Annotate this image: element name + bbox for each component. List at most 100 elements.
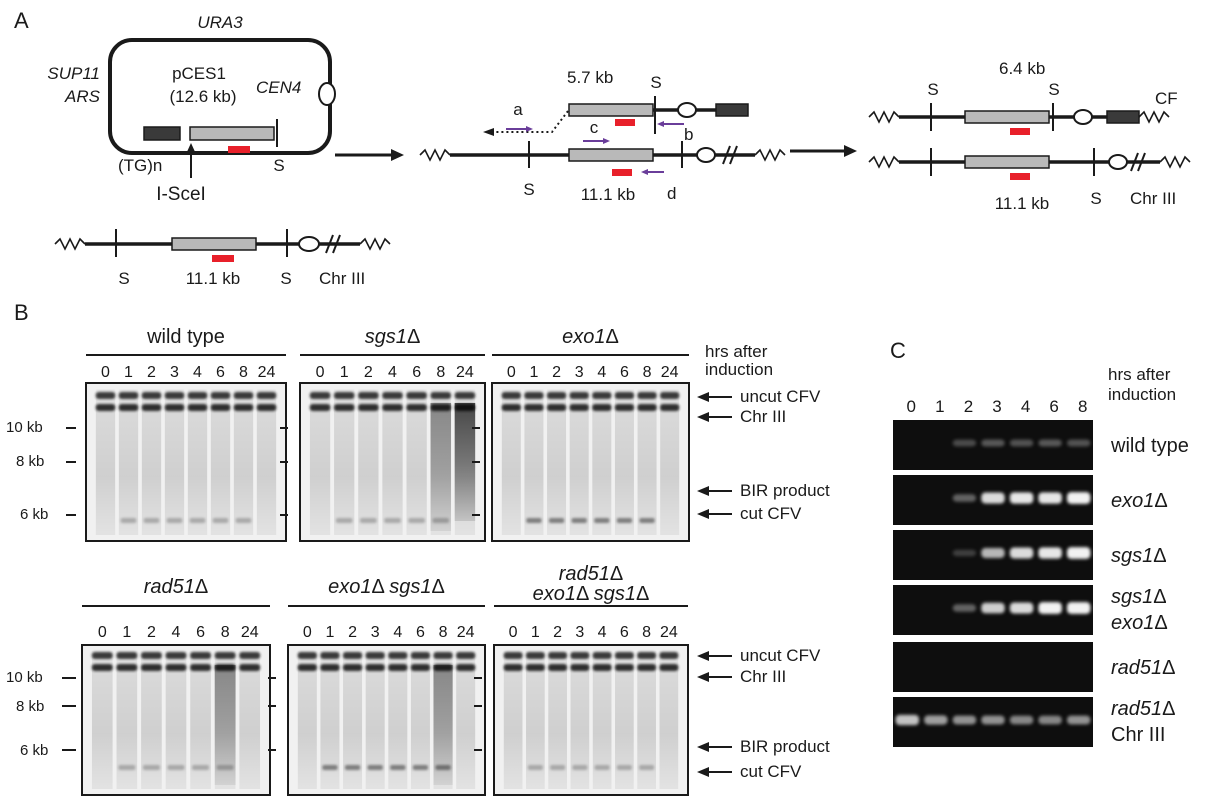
band-chr-iii <box>382 404 403 411</box>
pcr-band <box>1067 547 1091 559</box>
side-label-uncut-cfv-bottom: uncut CFV <box>740 646 821 665</box>
lane-label: 0 <box>316 364 325 381</box>
band-chr-iii <box>614 664 634 671</box>
pcr-band <box>952 439 977 447</box>
band-uncut-cfv <box>164 392 185 399</box>
band-uncut-cfv <box>91 652 113 659</box>
band-cut-cfv <box>143 518 160 523</box>
blot-frame <box>493 644 689 796</box>
lane-label: 3 <box>170 364 179 381</box>
lane-smear <box>239 651 261 789</box>
marker-6kb-bottom: 6 kb <box>20 742 48 759</box>
pcr-band <box>981 492 1005 504</box>
lane-smear <box>334 389 355 535</box>
lane-smear <box>95 389 116 535</box>
band-chr-iii <box>309 404 331 411</box>
lane-smear <box>524 389 544 535</box>
band-cut-cfv <box>360 518 377 523</box>
label-prod-cf: CF <box>1155 89 1178 108</box>
band-chr-iii <box>592 664 612 671</box>
lane-smear <box>165 651 187 789</box>
lane-heavy-smear <box>433 665 453 785</box>
band-uncut-cfv <box>233 392 254 399</box>
lane-smear <box>547 389 567 535</box>
lane-smear <box>614 389 634 535</box>
lane-label: 8 <box>439 624 448 641</box>
lane-label: 4 <box>172 624 181 641</box>
pcr-row-label: sgs1Δ <box>1111 586 1167 608</box>
lane-label: 24 <box>258 364 276 381</box>
lane-label: 4 <box>193 364 202 381</box>
pcr-band <box>952 604 977 612</box>
blot-hrs-line2: induction <box>705 360 773 379</box>
lane-smear <box>548 651 567 789</box>
pcr-band <box>981 548 1005 558</box>
band-chr-iii <box>116 664 138 671</box>
band-uncut-cfv <box>320 652 340 659</box>
band-uncut-cfv <box>614 652 634 659</box>
lane-label: 4 <box>388 364 397 381</box>
band-cut-cfv <box>167 765 185 770</box>
side-arrowhead-chr-iii <box>697 672 709 682</box>
lane-label: 1 <box>531 624 540 641</box>
lane-label: 3 <box>371 624 380 641</box>
lane-smear <box>309 389 331 535</box>
pcr-band <box>1067 602 1091 614</box>
pcr-lane-label: 8 <box>1078 397 1087 416</box>
band-cut-cfv <box>527 765 543 770</box>
label-pces1: pCES1 <box>172 64 226 83</box>
marker-8kb-bottom: 8 kb <box>16 698 44 715</box>
band-chr-iii <box>592 404 612 411</box>
pcr-gel-row-4: rad51Δ <box>893 642 1176 692</box>
pcr-band <box>1067 492 1091 504</box>
band-chr-iii <box>342 664 363 671</box>
side-label-chr-iii-bottom: Chr III <box>740 667 786 686</box>
plasmid-centromere <box>318 82 336 106</box>
band-uncut-cfv <box>637 652 657 659</box>
blot-title: rad51Δ <box>559 563 624 585</box>
band-chr-iii <box>569 404 589 411</box>
label-prod-size-bottom: 11.1 kb <box>995 194 1050 213</box>
band-chr-iii <box>210 404 231 411</box>
side-arrowhead-cut-cfv <box>697 509 709 519</box>
band-chr-iii <box>140 664 162 671</box>
band-chr-iii <box>503 664 523 671</box>
band-uncut-cfv <box>548 652 568 659</box>
pcr-lane-label: 2 <box>964 397 973 416</box>
band-chr-iii <box>91 664 113 671</box>
lane-smear <box>233 389 254 535</box>
lane-label: 24 <box>241 624 259 641</box>
pcr-band <box>1038 602 1062 614</box>
band-uncut-cfv <box>524 392 544 399</box>
band-cut-cfv <box>639 765 655 770</box>
band-chr-iii <box>165 664 187 671</box>
band-uncut-cfv <box>187 392 208 399</box>
lane-label: 4 <box>598 624 607 641</box>
band-cut-cfv <box>572 765 588 770</box>
pcr-band <box>924 715 948 725</box>
label-prod-s-left: S <box>927 80 938 99</box>
lane-label: 24 <box>457 624 475 641</box>
label-cen4: CEN4 <box>256 78 301 97</box>
lane-smear <box>358 389 379 535</box>
lane-smear <box>659 651 679 789</box>
band-cut-cfv <box>594 765 610 770</box>
process-arrowhead-1 <box>391 149 404 161</box>
lane-label: 2 <box>552 364 561 381</box>
band-uncut-cfv <box>214 652 236 659</box>
label-plasmid-s: S <box>273 156 284 175</box>
band-chr-iii <box>333 404 355 411</box>
pcr-band <box>1038 439 1062 447</box>
pcr-band <box>1009 715 1034 725</box>
label-ars: ARS <box>64 87 101 106</box>
label-prod-s-bottom: S <box>1090 189 1101 208</box>
label-plasmid-size: (12.6 kb) <box>169 87 236 106</box>
pcr-gel-row-2: sgs1Δ <box>893 530 1167 580</box>
lane-smear <box>343 651 363 789</box>
pcr-band <box>981 602 1005 614</box>
lane-label: 3 <box>575 364 584 381</box>
band-uncut-cfv <box>569 392 589 399</box>
lane-smear <box>570 651 590 789</box>
